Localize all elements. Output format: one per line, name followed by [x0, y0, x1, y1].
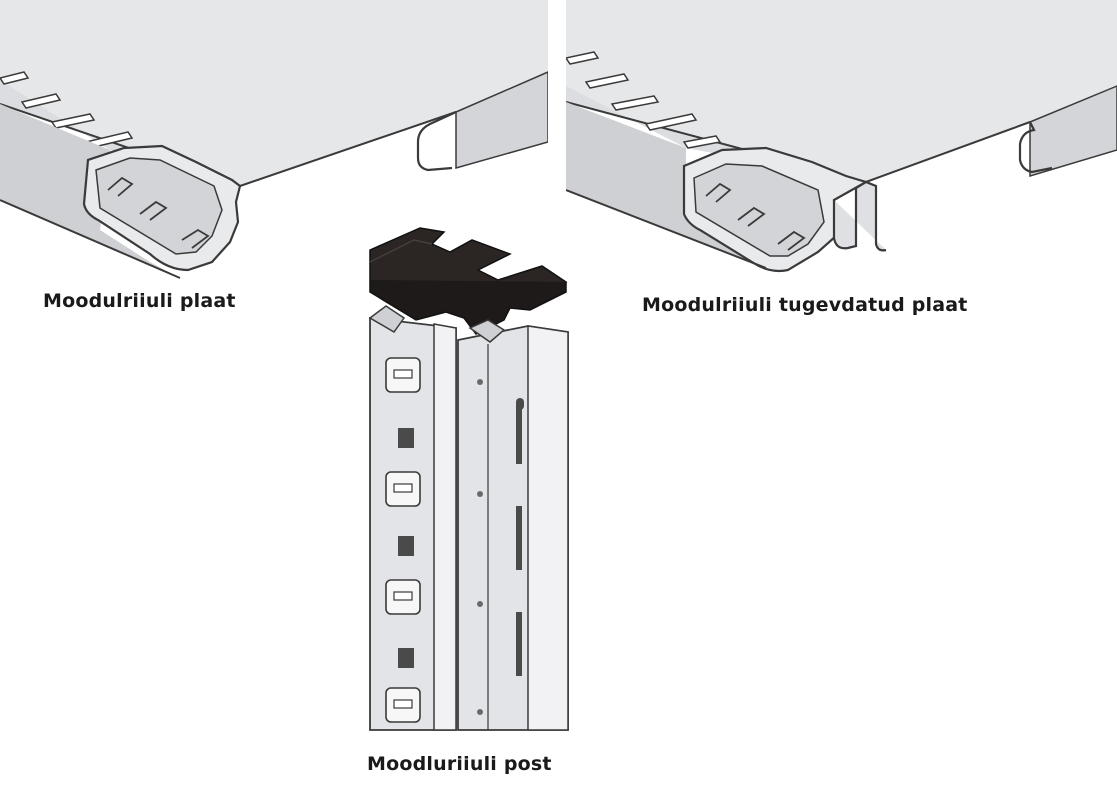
shelf-right-lip	[455, 71, 548, 169]
shelf-plate-illustration	[0, 0, 548, 290]
reinforced-plate-caption: Moodulriiuli tugevdatud plaat	[642, 294, 968, 316]
post-caption: Moodluriiuli post	[367, 753, 552, 775]
reinforced-side-body	[566, 102, 766, 268]
post-vertical-slots	[516, 398, 524, 676]
reinforced-right-profile	[1018, 121, 1053, 174]
shelf-top-surface	[0, 0, 548, 186]
post-round-holes	[477, 379, 483, 715]
post-square-holes	[398, 428, 414, 668]
reinforcement-channel	[832, 180, 887, 252]
reinforced-right-lip	[1029, 85, 1117, 178]
post-illustration	[360, 210, 575, 740]
reinforced-slots	[566, 51, 722, 149]
reinforced-top-surface	[566, 0, 1117, 182]
shelf-right-profile	[416, 111, 457, 172]
post-left-column	[368, 305, 457, 731]
post-connector-cap	[369, 227, 568, 335]
shelf-slots	[0, 71, 134, 149]
shelf-plate-caption: Moodulriiuli plaat	[43, 290, 236, 312]
reinforced-plate-illustration	[566, 0, 1117, 290]
post-right-column	[457, 319, 569, 731]
